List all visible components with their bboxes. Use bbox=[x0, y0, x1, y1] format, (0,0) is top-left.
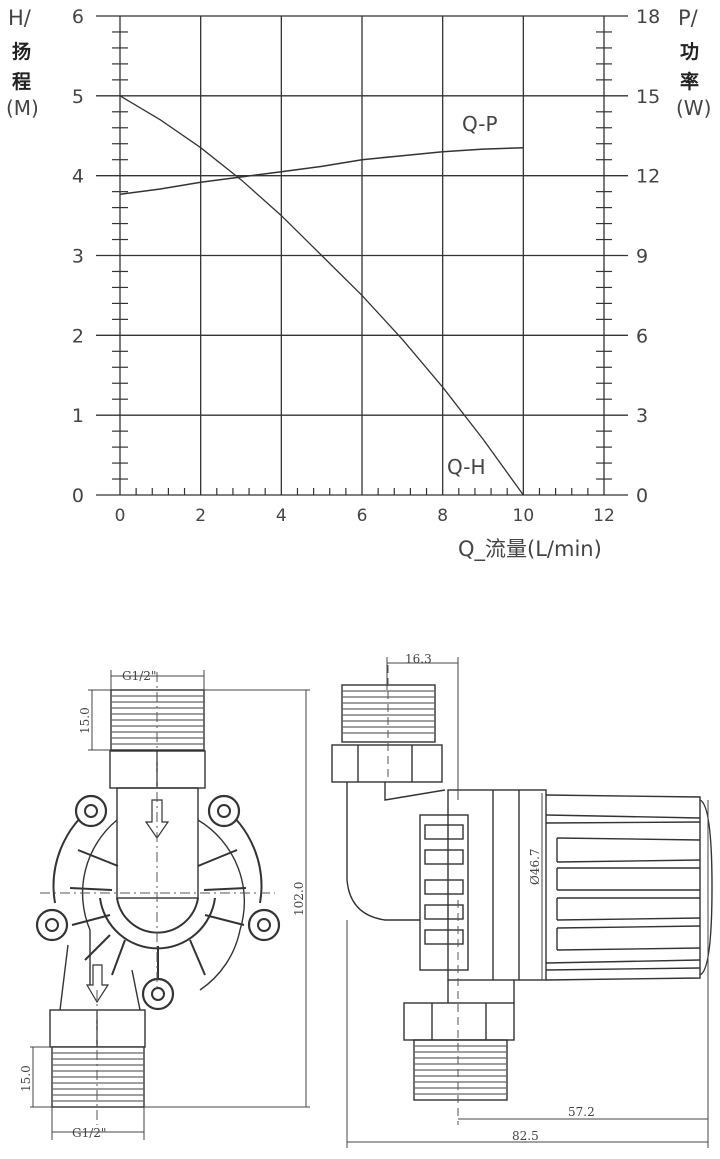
y-right-tick-label: 3 bbox=[636, 405, 648, 427]
front-view-drawing bbox=[30, 670, 310, 1140]
y-right-tick-label: 9 bbox=[636, 246, 648, 268]
x-tick-label: 2 bbox=[195, 506, 206, 526]
motor-length-dim: 57.2 bbox=[568, 1105, 595, 1119]
y-right-tick-label: 0 bbox=[636, 485, 648, 507]
left-axis-title-unit: (M) bbox=[6, 96, 39, 120]
y-left-tick-label: 3 bbox=[72, 246, 84, 268]
right-axis-title-unit: (W) bbox=[676, 96, 711, 120]
y-left-tick-label: 5 bbox=[72, 86, 84, 108]
bottom-thread-label: G1/2" bbox=[72, 1126, 106, 1140]
y-left-tick-label: 2 bbox=[72, 325, 84, 347]
q-p-label: Q-P bbox=[462, 112, 498, 136]
diameter-dim: Ø46.7 bbox=[528, 848, 542, 885]
y-left-tick-label: 6 bbox=[72, 6, 84, 28]
x-tick-label: 8 bbox=[437, 506, 448, 526]
x-tick-label: 12 bbox=[593, 506, 615, 526]
x-tick-label: 10 bbox=[513, 506, 535, 526]
right-axis-title-p: P/ bbox=[678, 6, 699, 30]
y-left-tick-label: 4 bbox=[72, 166, 84, 188]
right-axis-title-cn1: 功 bbox=[680, 41, 699, 63]
left-axis-title-cn2: 程 bbox=[12, 71, 31, 93]
overall-length-dim: 82.5 bbox=[512, 1129, 539, 1143]
top-thread-length: 15.0 bbox=[78, 707, 92, 734]
top-thread-label: G1/2" bbox=[122, 669, 156, 683]
q-h-curve bbox=[119, 95, 524, 496]
y-right-tick-label: 6 bbox=[636, 325, 648, 347]
overall-height: 102.0 bbox=[292, 882, 306, 916]
x-tick-label: 4 bbox=[276, 506, 287, 526]
minor-ticks bbox=[112, 31, 612, 495]
y-left-tick-label: 0 bbox=[72, 485, 84, 507]
left-axis-title-h: H/ bbox=[8, 6, 32, 30]
q-h-label: Q-H bbox=[447, 455, 486, 479]
chart-grid bbox=[96, 15, 628, 496]
y-left-tick-label: 1 bbox=[72, 405, 84, 427]
q-p-curve bbox=[119, 146, 524, 196]
y-right-tick-label: 18 bbox=[636, 6, 660, 28]
y-right-tick-label: 12 bbox=[636, 166, 660, 188]
x-axis-title: Q_流量(L/min) bbox=[458, 537, 602, 562]
x-tick-label: 0 bbox=[115, 506, 126, 526]
y-right-tick-label: 15 bbox=[636, 86, 660, 108]
side-view-drawing bbox=[331, 657, 713, 1148]
right-axis-title-cn2: 率 bbox=[680, 70, 699, 93]
x-tick-label: 6 bbox=[357, 506, 368, 526]
bottom-thread-length: 15.0 bbox=[19, 1065, 33, 1092]
offset-dim: 16.3 bbox=[405, 652, 432, 666]
left-axis-title-cn1: 扬 bbox=[12, 40, 31, 63]
